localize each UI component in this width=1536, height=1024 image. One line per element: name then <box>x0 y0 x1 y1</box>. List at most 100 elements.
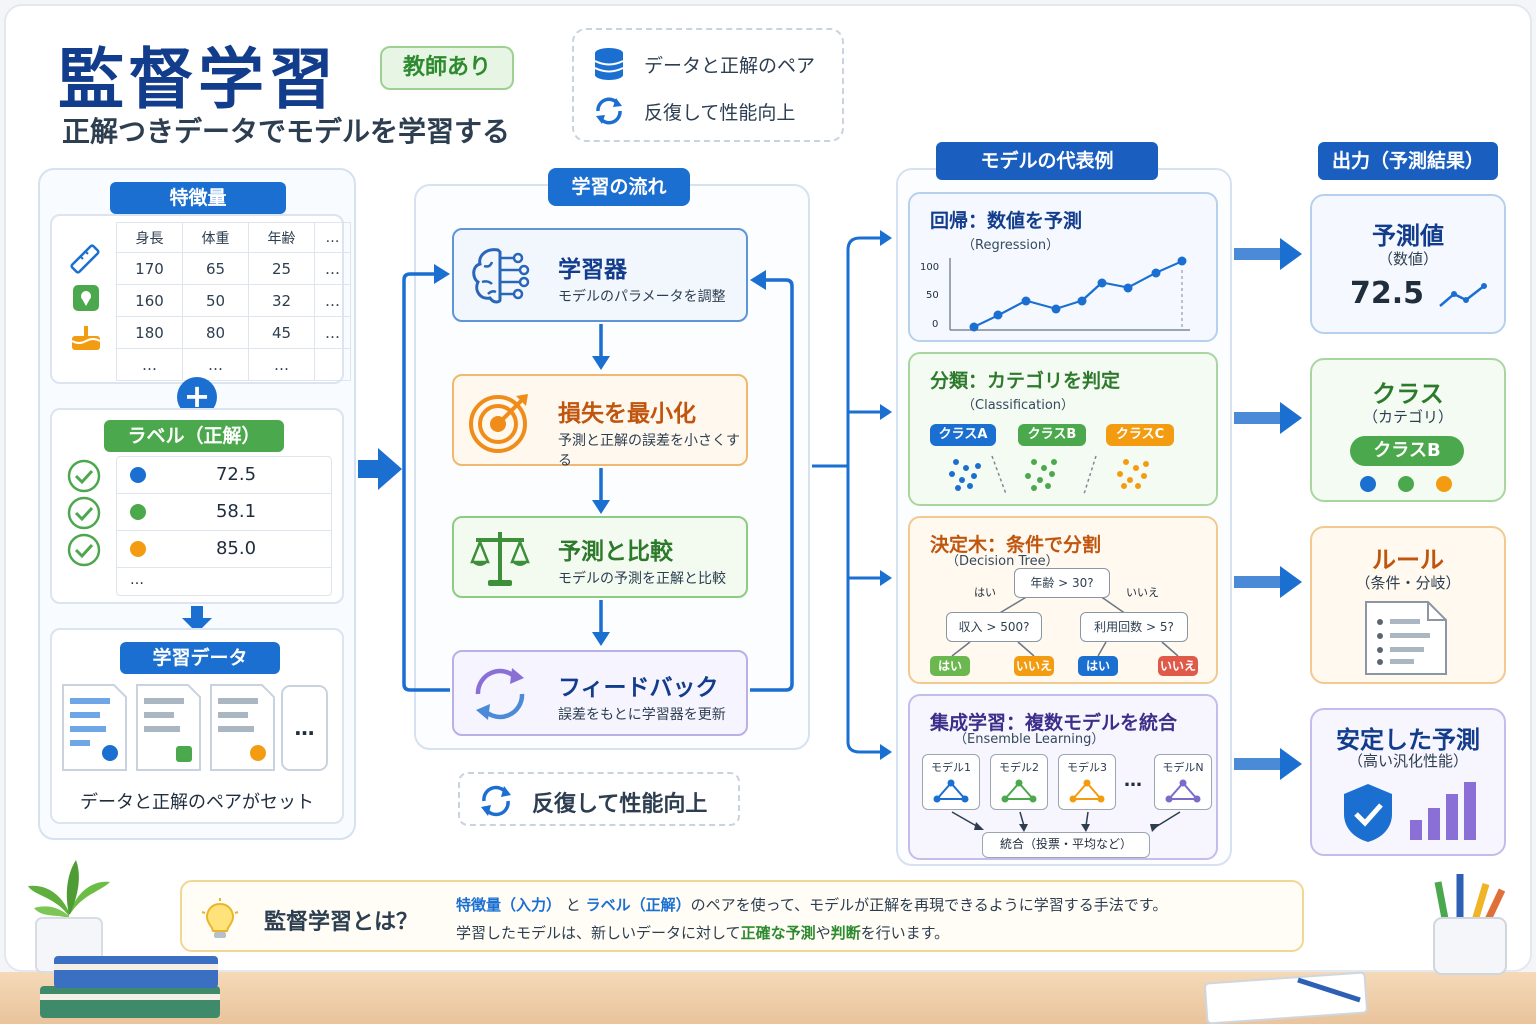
regression-sub: （Regression） <box>962 238 1060 253</box>
network-icon <box>1001 779 1037 803</box>
summary-box: 監督学習とは？ 特徴量（入力） と ラベル（正解）のペアを使って、モデルが正解を… <box>180 880 1304 952</box>
step-desc: 誤差をもとに学習器を更新 <box>558 707 726 723</box>
arrow-down-icon <box>592 324 610 370</box>
ensemble-combine: 統合（投票・平均など） <box>982 832 1150 858</box>
tree-right-node: 利用回数 > 5? <box>1080 612 1188 642</box>
legend-repeat-label: 反復して性能向上 <box>644 101 796 124</box>
table-cell <box>314 348 351 381</box>
tree-leaf: いいえ <box>1014 656 1054 676</box>
document-icon <box>136 684 201 771</box>
table-cell: 50 <box>182 284 249 317</box>
tree-title: 決定木：条件で分割 <box>930 534 1102 556</box>
features-table: 身長 体重 年齢 … 170 65 25 … 160 50 32 … 180 8… <box>116 222 351 381</box>
table-row: 170 65 25 … <box>116 252 351 285</box>
step-desc: モデルのパラメータを調整 <box>558 289 726 305</box>
page-subtitle: 正解つきデータでモデルを学習する <box>62 115 511 148</box>
label-dot-blue <box>130 467 146 483</box>
database-icon <box>594 48 624 80</box>
labels-header: ラベル（正解） <box>104 420 284 452</box>
output-value-sub: （数値） <box>1377 250 1438 268</box>
check-icon <box>67 533 101 567</box>
row-divider <box>116 530 332 531</box>
output-stable-sub: （高い汎化性能） <box>1347 752 1468 770</box>
regression-chart <box>949 256 1190 332</box>
legend-pair-label: データと正解のペア <box>644 54 816 77</box>
check-icon <box>67 459 101 493</box>
branch-arrows <box>812 230 892 760</box>
check-icon <box>67 496 101 530</box>
step-desc: 予測と正解の誤差を小さくする <box>558 433 740 469</box>
training-data-caption: データと正解のペアがセット <box>80 792 314 813</box>
arrow-down-icon <box>592 600 610 646</box>
training-data-more: … <box>294 716 315 740</box>
ruler-icon <box>70 244 100 274</box>
table-cell: 160 <box>116 284 183 317</box>
tree-edge-no: いいえ <box>1126 586 1159 599</box>
classification-card: 分類：カテゴリを判定 （Classification） クラスA クラスB クラ… <box>908 352 1218 506</box>
rules-document-icon <box>1365 601 1447 675</box>
class-a-chip: クラスA <box>930 424 996 446</box>
class-dot-orange <box>1436 476 1452 492</box>
table-row: 180 80 45 … <box>116 316 351 349</box>
tree-left-node: 収入 > 500? <box>946 612 1042 642</box>
output-value-number: 72.5 <box>1350 276 1425 311</box>
table-cell: 45 <box>248 316 315 349</box>
step-title: 損失を最小化 <box>558 401 696 427</box>
legend-pair: データと正解のペア <box>592 46 815 82</box>
summary-text: を行います。 <box>860 924 950 942</box>
check-icons <box>67 459 101 567</box>
step-minimize-loss: 損失を最小化 予測と正解の誤差を小さくする <box>452 374 748 469</box>
class-dot-blue <box>1360 476 1376 492</box>
ensemble-arrows <box>951 811 1181 832</box>
output-value-title: 予測値 <box>1372 222 1444 250</box>
output-rule-title: ルール <box>1372 546 1444 574</box>
refresh-icon <box>481 785 511 817</box>
table-header: 身長 <box>116 222 183 253</box>
class-b-chip: クラスB <box>1018 424 1086 446</box>
row-divider <box>116 493 332 494</box>
table-cell: 25 <box>248 252 315 285</box>
arrow-down-icon <box>592 468 610 514</box>
tree-edge-yes: はい <box>974 586 996 599</box>
output-class-sub: （カテゴリ） <box>1362 408 1453 426</box>
tree-root-node: 年齢 > 30? <box>1014 568 1110 598</box>
target-icon <box>469 394 528 453</box>
summary-text: と <box>565 896 581 914</box>
summary-highlight: 特徴量（入力） <box>456 896 562 914</box>
step-title: 学習器 <box>558 257 627 283</box>
ensemble-more: … <box>1124 770 1142 791</box>
pencil-cup-icon <box>1433 874 1507 975</box>
tree-leaf: はい <box>930 656 970 676</box>
arrow-right-icon <box>358 448 402 490</box>
output-arrows <box>1234 238 1302 780</box>
summary-line-2: 学習したモデルは、新しいデータに対して正確な予測や判断を行います。 <box>456 922 949 943</box>
table-cell: 65 <box>182 252 249 285</box>
cluster-plot <box>949 455 1149 495</box>
flow-header: 学習の流れ <box>548 168 690 206</box>
page-title: 監督学習 <box>58 41 338 118</box>
summary-highlight: 判断 <box>830 924 861 942</box>
repeat-box: 反復して性能向上 <box>458 772 740 826</box>
class-dot-green <box>1398 476 1414 492</box>
notebook-pen-icon <box>1204 971 1368 1024</box>
models-header: モデルの代表例 <box>936 142 1158 180</box>
label-value: 58.1 <box>215 501 257 522</box>
ensemble-model: モデル3 <box>1058 754 1116 810</box>
table-cell: … <box>314 252 351 285</box>
birthday-cake-icon <box>71 326 101 350</box>
weight-icon <box>73 285 99 311</box>
trend-line-icon <box>1439 283 1487 307</box>
outputs-header: 出力（予測結果） <box>1318 142 1498 180</box>
label-value: 85.0 <box>215 538 257 559</box>
training-data-header: 学習データ <box>120 642 280 674</box>
table-row: 160 50 32 … <box>116 284 351 317</box>
label-dot-green <box>130 504 146 520</box>
label-value: 72.5 <box>215 464 257 485</box>
table-header: 年齢 <box>248 222 315 253</box>
feedback-cycle-icon <box>475 668 525 720</box>
network-icon <box>933 779 969 803</box>
lightbulb-icon <box>201 898 239 938</box>
network-icon <box>1069 779 1105 803</box>
table-header: … <box>314 222 351 253</box>
document-icon <box>62 684 127 771</box>
